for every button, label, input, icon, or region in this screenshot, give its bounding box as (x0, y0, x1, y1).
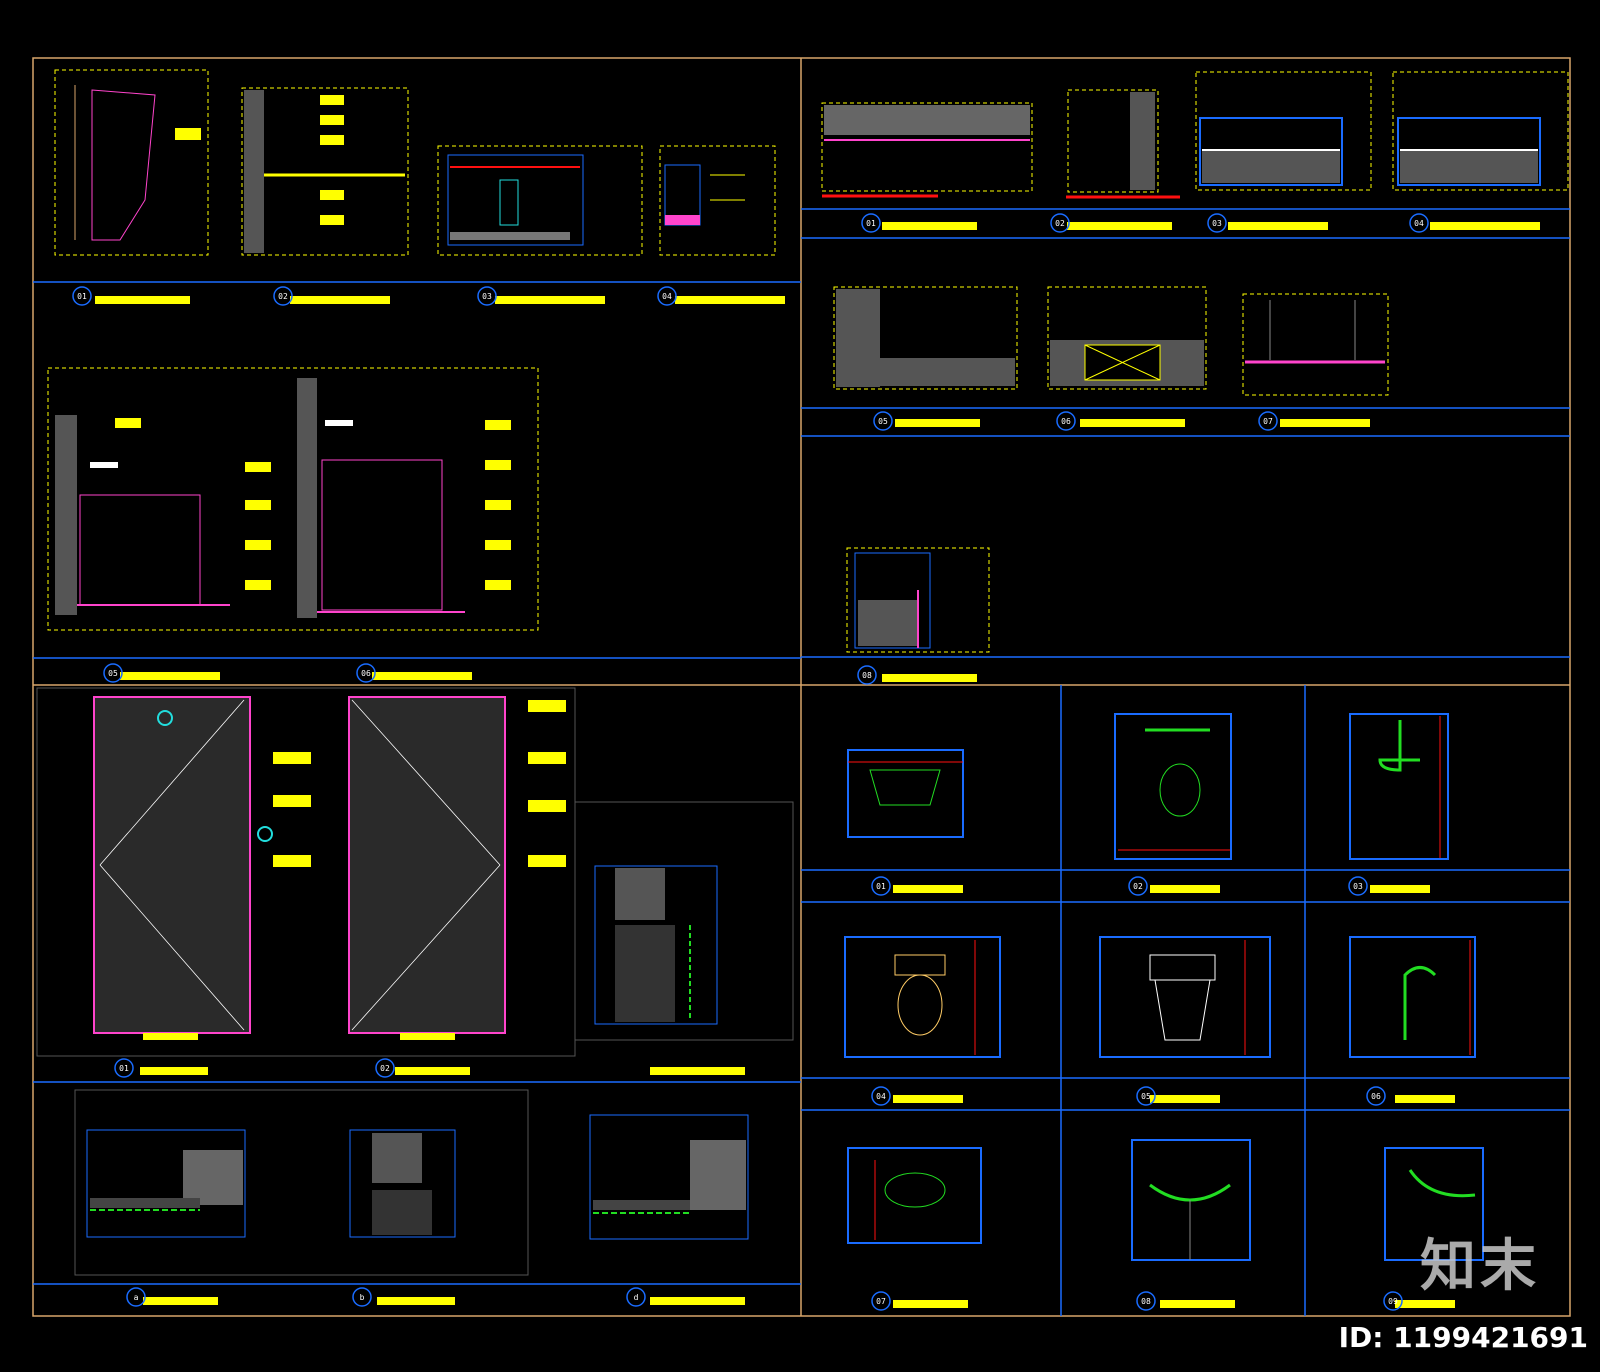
detail-number-tag: 05 (1136, 1086, 1156, 1106)
detail-04-top-left (659, 145, 776, 256)
door-elevation-02 (348, 696, 566, 1040)
detail-number-text: d (634, 1293, 639, 1302)
detail-05-top-right (833, 286, 1018, 390)
detail-number-text: 05 (108, 669, 118, 678)
door-elevation-01 (36, 687, 576, 1057)
detail-number-text: 02 (380, 1064, 390, 1073)
detail-number-text: b (360, 1293, 365, 1302)
section-b (349, 1129, 456, 1238)
detail-number-text: 08 (1141, 1297, 1151, 1306)
fixture-04 (844, 936, 1001, 1058)
fixture-08 (1131, 1139, 1251, 1261)
detail-number-tag: 02 (273, 286, 293, 306)
detail-number-tag: 06 (1056, 411, 1076, 431)
detail-number-text: 01 (119, 1064, 129, 1073)
detail-number-tag: 06 (1366, 1086, 1386, 1106)
detail-05-top-left (47, 367, 539, 631)
detail-number-tag: 01 (871, 876, 891, 896)
watermark-logo: 知末 (1420, 1234, 1540, 1299)
detail-tags: 01 02 03 04 05 06 01 02 03 04 05 06 07 08 01 02 a b d 01 02 0… (72, 213, 1429, 1311)
fixture-07 (847, 1147, 982, 1244)
detail-number-text: 03 (1212, 219, 1222, 228)
detail-number-text: 02 (1133, 882, 1143, 891)
detail-number-tag: 07 (1258, 411, 1278, 431)
detail-number-tag: 03 (1348, 876, 1368, 896)
section-d (589, 1114, 749, 1240)
detail-number-tag: 02 (1050, 213, 1070, 233)
detail-number-text: 09 (1388, 1297, 1398, 1306)
detail-number-tag: 04 (1409, 213, 1429, 233)
detail-number-text: 01 (876, 882, 886, 891)
detail-number-tag: 04 (871, 1086, 891, 1106)
title-rules (33, 208, 1570, 1316)
detail-03-top-left (437, 145, 643, 256)
detail-number-tag: d (626, 1287, 646, 1307)
fixture-01 (847, 749, 964, 838)
detail-number-tag: 09 (1383, 1291, 1403, 1311)
title-bars (95, 222, 1540, 1308)
detail-number-text: 06 (361, 669, 371, 678)
detail-number-tag: 08 (857, 665, 877, 685)
detail-08-top-right (846, 547, 990, 653)
detail-number-text: 06 (1371, 1092, 1381, 1101)
detail-number-text: 07 (1263, 417, 1273, 426)
detail-number-text: 01 (866, 219, 876, 228)
detail-number-text: 07 (876, 1297, 886, 1306)
image-id-label: ID: 1199421691 (1338, 1321, 1588, 1354)
detail-number-tag: 04 (657, 286, 677, 306)
fixture-03 (1349, 713, 1449, 860)
detail-number-tag: 03 (1207, 213, 1227, 233)
detail-number-text: 04 (1414, 219, 1424, 228)
section-a (74, 1089, 529, 1276)
detail-02-top-right (1066, 89, 1180, 199)
detail-number-text: 05 (1141, 1092, 1151, 1101)
detail-number-tag: 08 (1136, 1291, 1156, 1311)
detail-07-top-right (1242, 293, 1389, 396)
detail-03-top-right (1195, 71, 1372, 191)
detail-number-tag: 03 (477, 286, 497, 306)
detail-number-text: 08 (862, 671, 872, 680)
detail-number-tag: 07 (871, 1291, 891, 1311)
fixture-09 (1384, 1147, 1484, 1261)
detail-number-text: 02 (278, 292, 288, 301)
detail-number-tag: 02 (375, 1058, 395, 1078)
detail-number-text: 03 (482, 292, 492, 301)
fixture-06 (1349, 936, 1476, 1058)
detail-number-text: 05 (878, 417, 888, 426)
detail-number-text: a (134, 1293, 139, 1302)
detail-number-tag: 01 (861, 213, 881, 233)
detail-number-tag: 01 (114, 1058, 134, 1078)
detail-number-tag: a (126, 1287, 146, 1307)
detail-number-tag: 05 (873, 411, 893, 431)
detail-number-text: 06 (1061, 417, 1071, 426)
detail-01-top-right (821, 102, 1033, 198)
detail-02-top-left (241, 87, 409, 256)
detail-01-top-left (54, 69, 209, 256)
detail-04-top-right (1392, 71, 1569, 191)
detail-number-tag: 05 (103, 663, 123, 683)
detail-number-text: 02 (1055, 219, 1065, 228)
detail-number-tag: b (352, 1287, 372, 1307)
detail-number-tag: 06 (356, 663, 376, 683)
detail-number-text: 03 (1353, 882, 1363, 891)
fixture-02 (1114, 713, 1232, 860)
detail-number-text: 04 (662, 292, 672, 301)
detail-number-tag: 02 (1128, 876, 1148, 896)
detail-06-top-right (1047, 286, 1207, 390)
detail-number-text: 01 (77, 292, 87, 301)
fixture-05 (1099, 936, 1271, 1058)
sheet-frames (32, 57, 1571, 1317)
detail-06-top-left (297, 378, 511, 618)
detail-number-tag: 01 (72, 286, 92, 306)
detail-number-text: 04 (876, 1092, 886, 1101)
door-section-detail (574, 801, 794, 1041)
